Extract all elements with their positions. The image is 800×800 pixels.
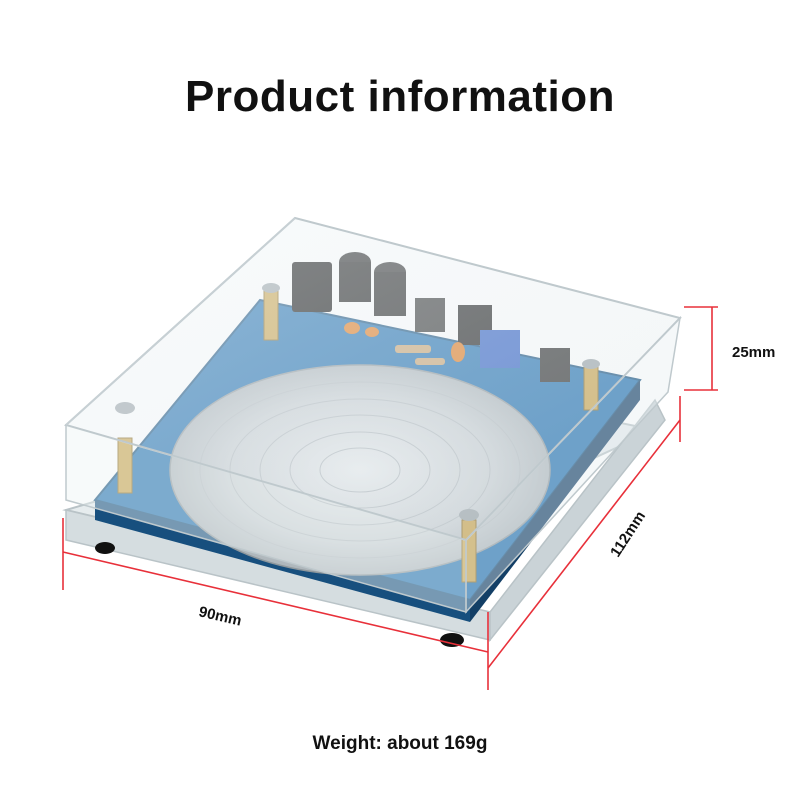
width-dimension-label: 90mm bbox=[197, 603, 243, 629]
width-dimension-line bbox=[62, 551, 489, 653]
acrylic-top-cover bbox=[63, 216, 682, 614]
length-dimension-line bbox=[487, 419, 681, 669]
page-title: Product information bbox=[185, 72, 615, 121]
height-dimension-label: 25mm bbox=[732, 344, 775, 361]
length-dimension-label: 112mm bbox=[607, 508, 649, 560]
rubber-foot-icon bbox=[440, 633, 464, 647]
weight-caption: Weight: about 169g bbox=[312, 733, 488, 754]
dimension-lines bbox=[62, 306, 718, 690]
rubber-foot-icon bbox=[95, 542, 115, 554]
